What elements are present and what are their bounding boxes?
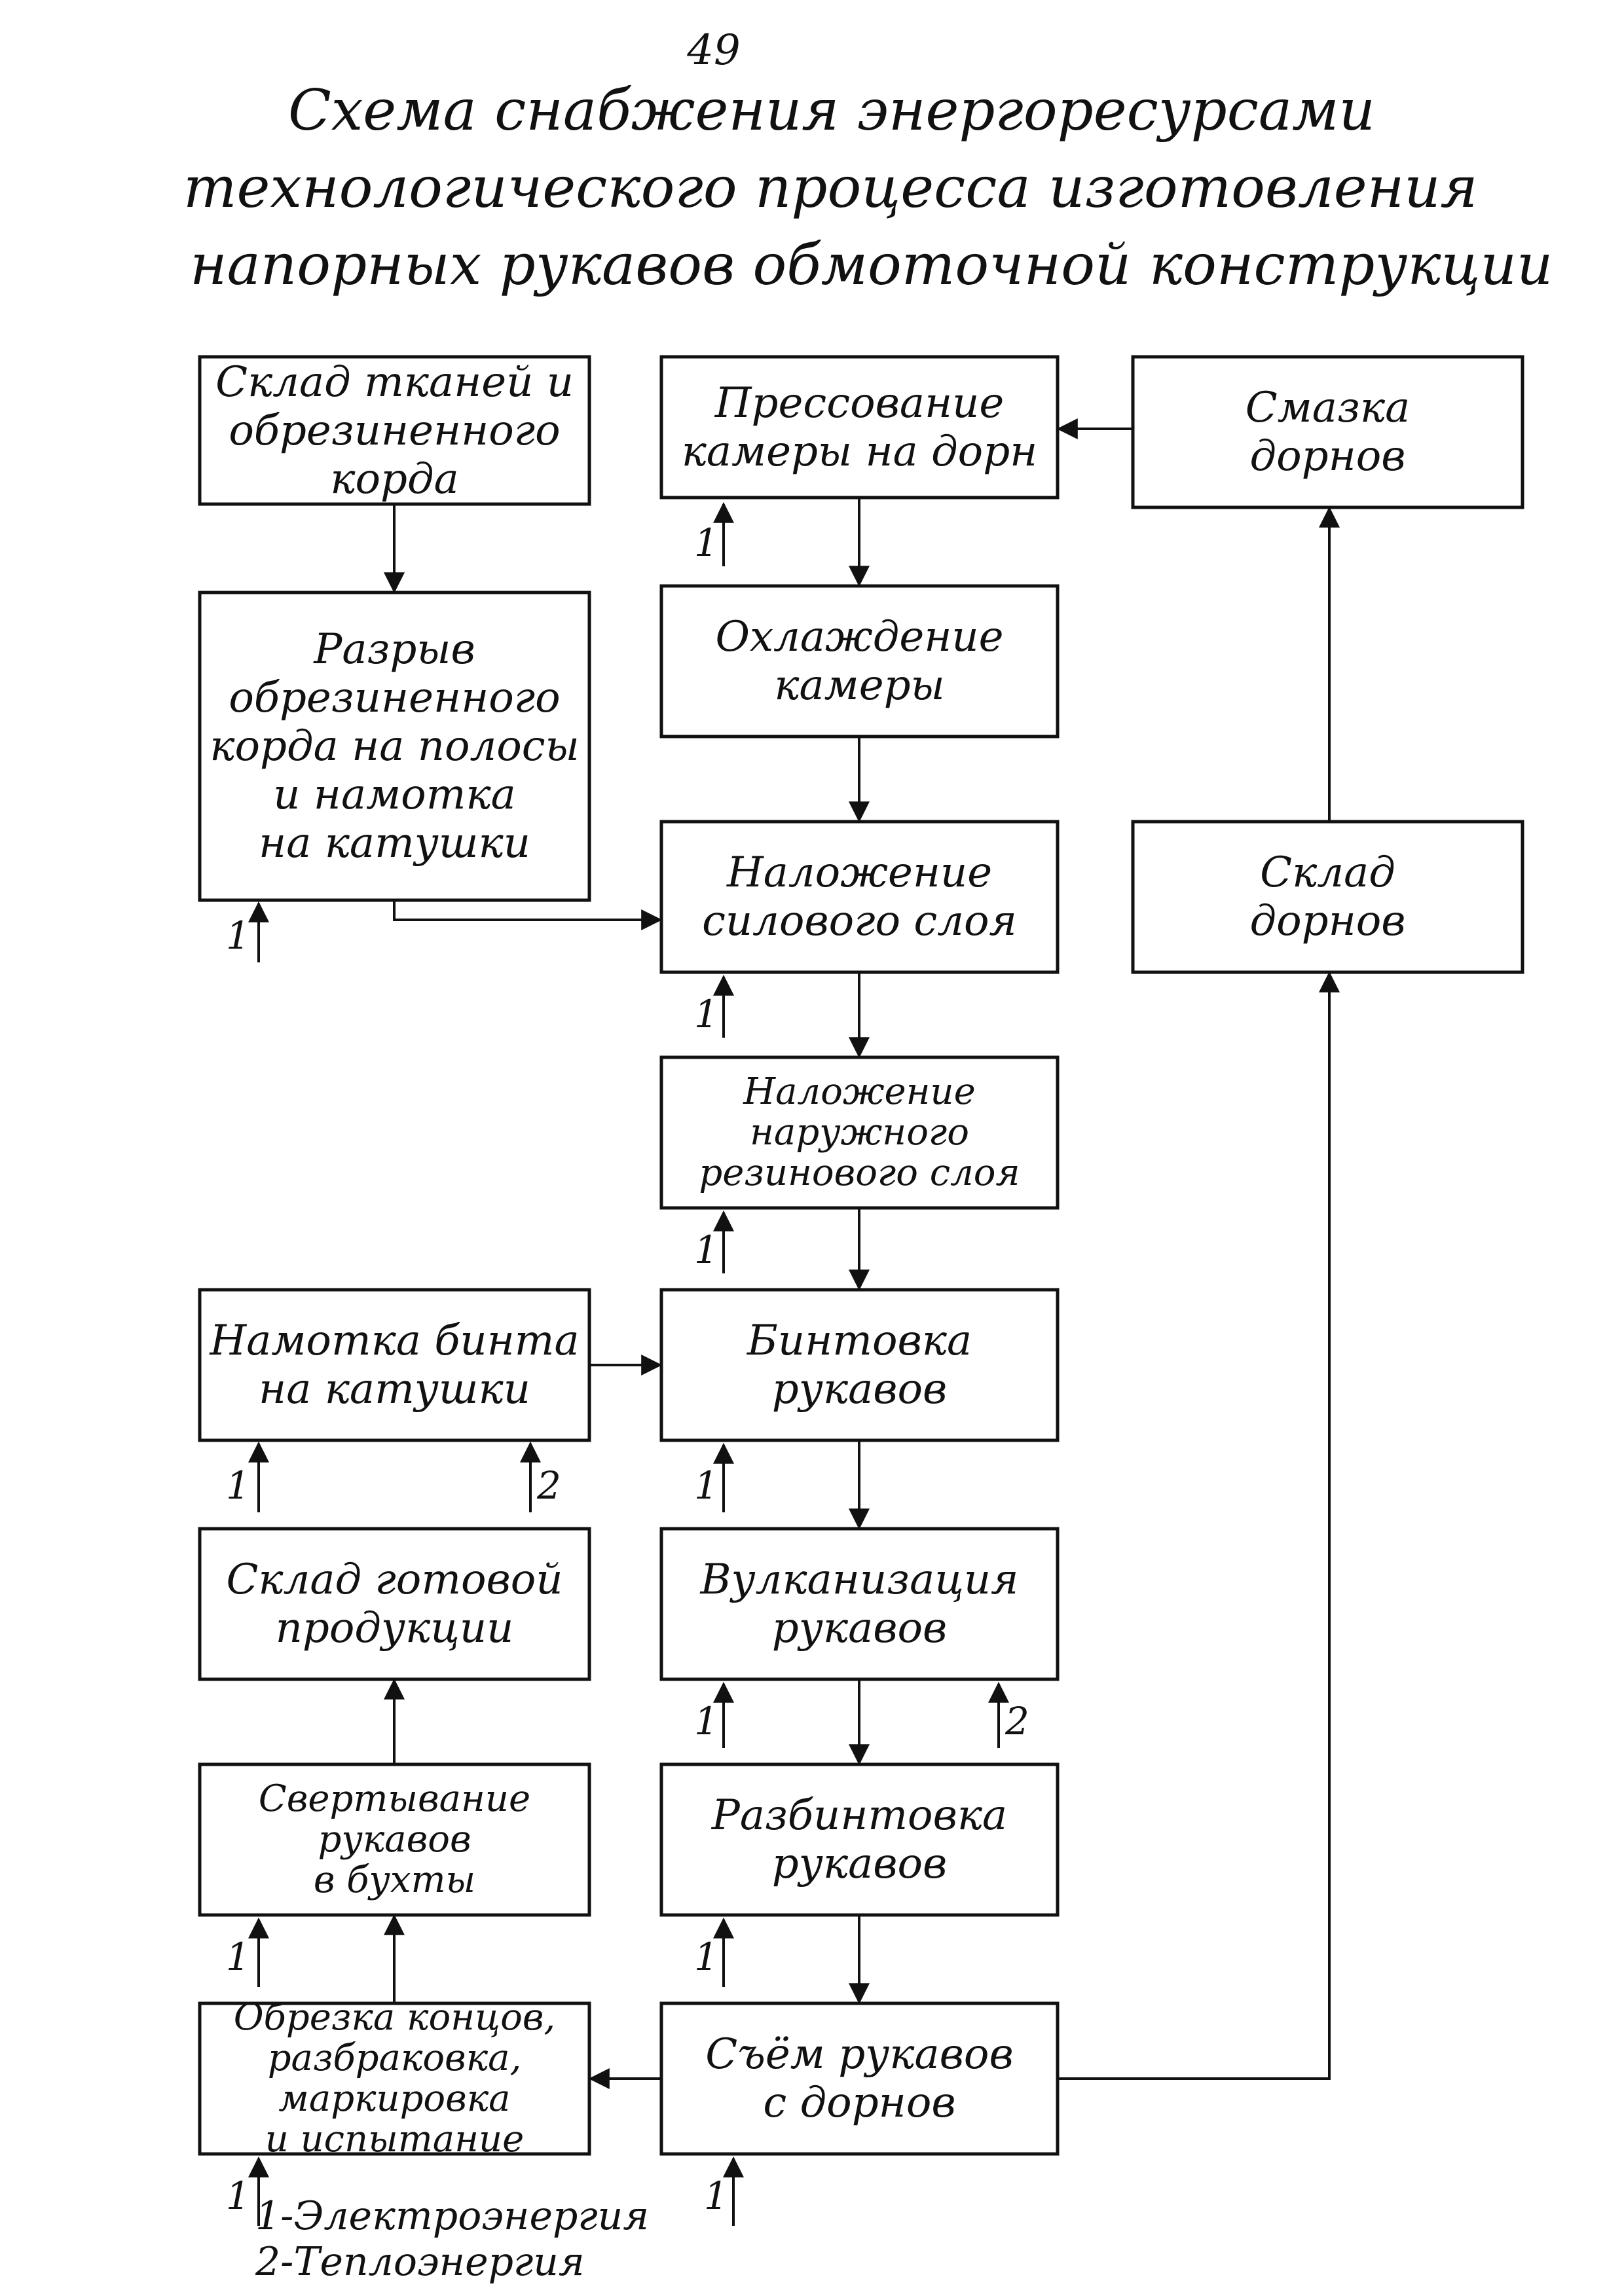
box-namotka-binta: Намотка бинта на катушки xyxy=(210,1317,580,1413)
box-obrezka: Обрезка концов, разбраковка, маркировка … xyxy=(233,2003,556,2154)
energy-label-obrezka: 1 xyxy=(226,2174,250,2218)
box-sklad-gotovoy: Склад готовой продукции xyxy=(226,1556,563,1652)
energy-label-razbintovka: 1 xyxy=(694,1935,718,1979)
box-razbintovka: Разбинтовка рукавов xyxy=(711,1791,1008,1888)
arrow-sem-to-sklad-dornov xyxy=(1058,971,1340,2080)
page-number: 49 xyxy=(687,26,741,75)
title-line-1: Схема снабжения энергоресурсами xyxy=(288,78,1375,143)
energy-label-naruzhny: 1 xyxy=(694,1228,718,1272)
box-smazka-dornov: Смазка дорнов xyxy=(1245,384,1411,481)
box-sklad-dornov: Склад дорнов xyxy=(1249,848,1406,945)
energy-label-silovoy: 1 xyxy=(694,992,718,1036)
energy-label-sem: 1 xyxy=(704,2174,728,2218)
box-razryv: Разрыв обрезиненного корда на полосы и н… xyxy=(210,625,580,867)
title-line-2: технологического процесса изготовления xyxy=(183,155,1478,221)
box-nalozhenie-silovogo: Наложение силового слоя xyxy=(702,848,1017,945)
energy-label-vulk-2: 2 xyxy=(1005,1699,1029,1743)
energy-label-namotka-2: 2 xyxy=(537,1463,561,1508)
box-bintovka: Бинтовка рукавов xyxy=(747,1317,972,1413)
box-vulkanizatsiya: Вулканизация рукавов xyxy=(700,1556,1019,1652)
diagram-title: Схема снабжения энергоресурсами технолог… xyxy=(157,72,1553,304)
legend-item-heat: 2-Теплоэнергия xyxy=(255,2239,585,2285)
energy-label-svertyvanie: 1 xyxy=(226,1935,250,1979)
energy-label-razryv: 1 xyxy=(226,913,250,958)
box-okhlazhdenie: Охлаждение камеры xyxy=(715,613,1004,710)
box-nalozhenie-naruzhnogo: Наложение наружного резинового слоя xyxy=(699,1070,1020,1194)
title-line-3: напорных рукавов обмоточной конструкции xyxy=(190,232,1553,298)
energy-label-bintovka: 1 xyxy=(694,1463,718,1508)
box-pressovanie: Прессование камеры на дорн xyxy=(681,378,1038,476)
box-svertyvanie: Свертывание рукавов в бухты xyxy=(258,1777,531,1901)
energy-label-vulk-1: 1 xyxy=(694,1699,718,1743)
box-sklad-tkaney: Склад тканей и обрезиненного корда xyxy=(215,357,574,503)
arrow-razryv-to-silovoy xyxy=(393,900,663,930)
energy-label-namotka-1: 1 xyxy=(226,1463,250,1508)
legend-item-electricity: 1-Электроэнергия xyxy=(255,2193,650,2239)
energy-label-pressovanie: 1 xyxy=(694,520,718,565)
box-sem-rukavov: Съём рукавов с дорнов xyxy=(705,2030,1014,2127)
legend: 1-Электроэнергия 2-Теплоэнергия xyxy=(255,2193,649,2285)
